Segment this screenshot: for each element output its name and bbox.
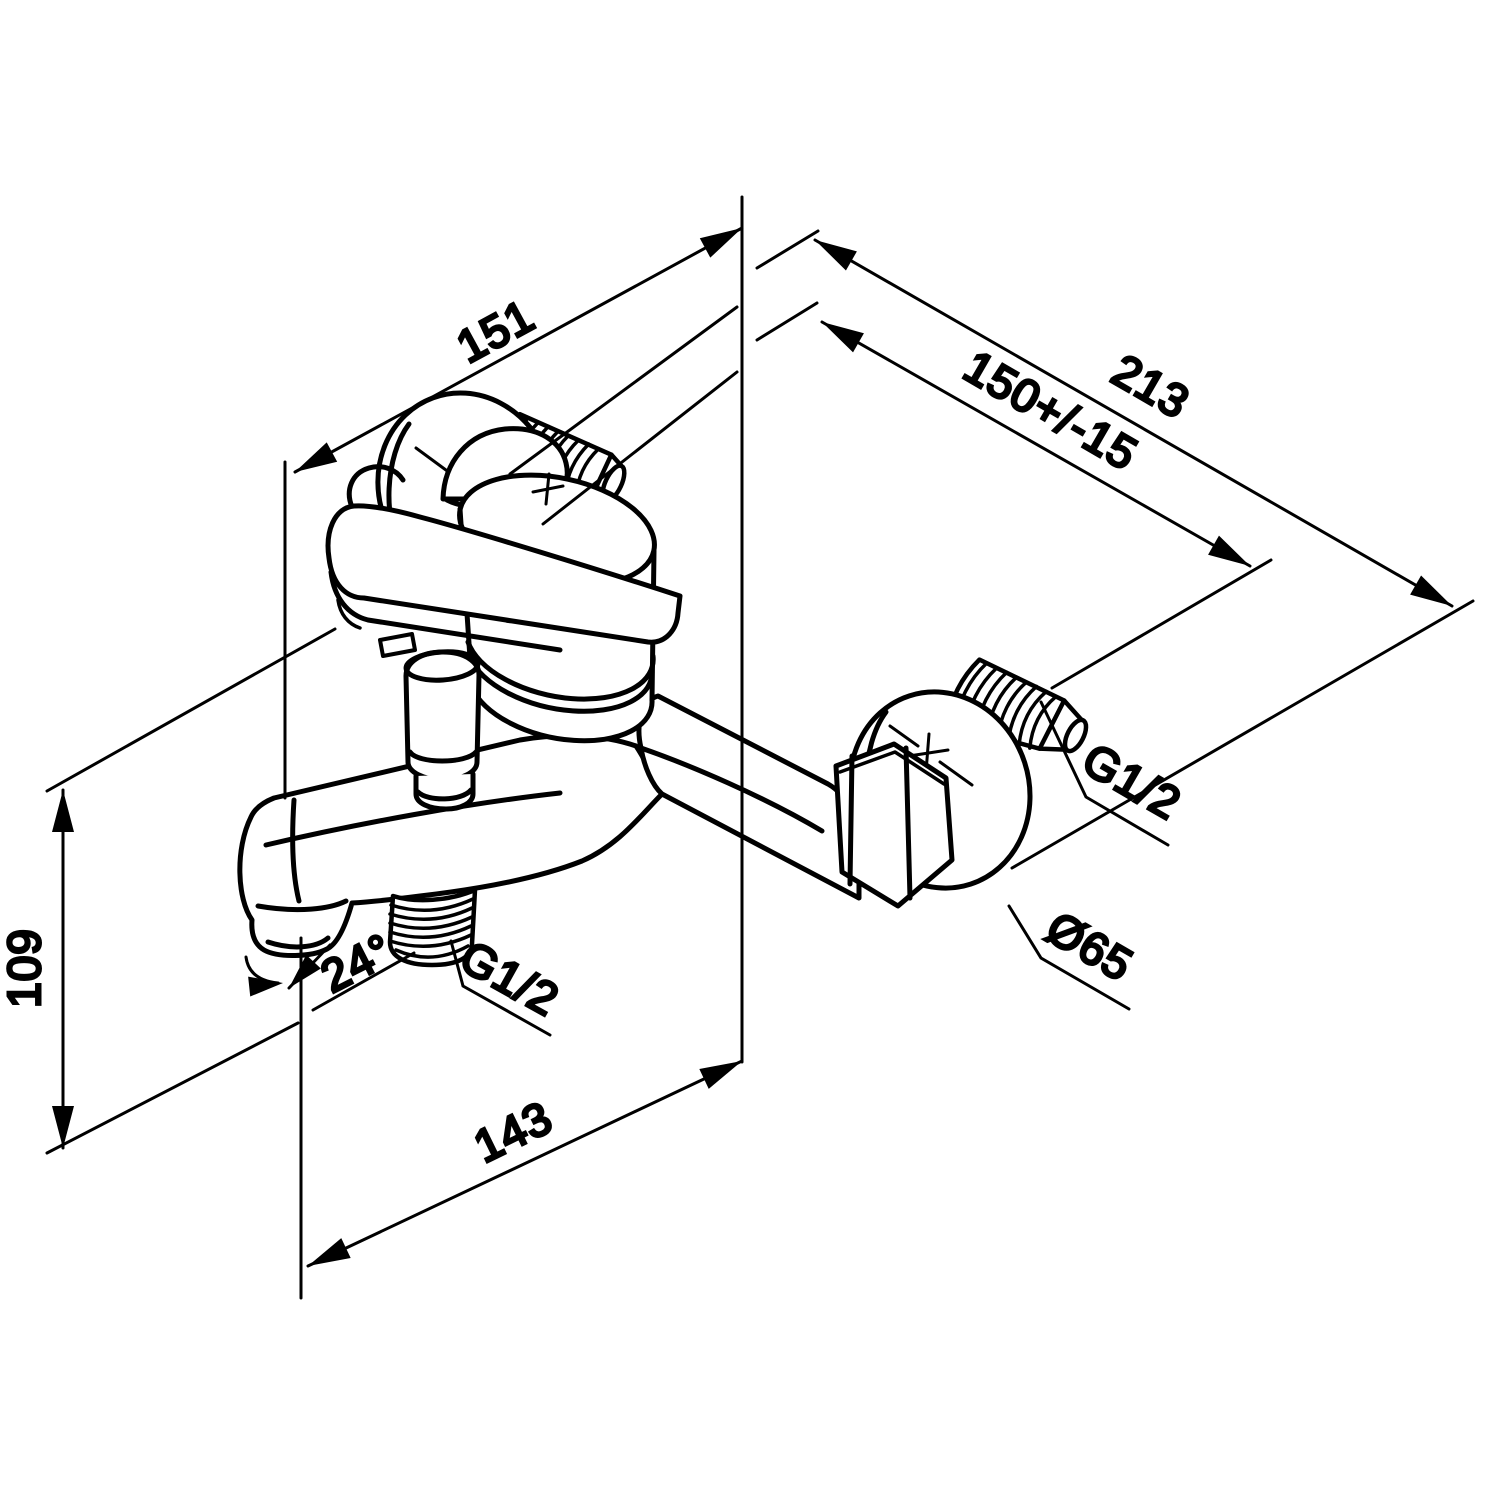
spout-outlet-thread-tail [387,887,478,968]
dimension-109: 109 [0,788,74,1150]
ext-150-right [1050,558,1273,690]
faucet-body [237,390,1089,968]
ext-109-top [45,627,337,793]
ext-213-right [1010,599,1475,870]
ext-109-bottom [45,1021,300,1155]
ext-axis-left-2 [541,370,739,526]
dim-label-143: 143 [466,1091,560,1173]
ext-axis-left-1 [508,305,739,476]
dim-label-d65: Ø65 [1038,901,1142,991]
dimension-150: 150+/-15 [820,320,1252,568]
dimension-143: 143 [306,1059,744,1268]
leader-g12-spout: G1/2 [449,929,569,1037]
spout-body [237,733,665,959]
handle-underside-notch [378,632,417,658]
dim-label-151: 151 [448,289,543,373]
ext-stub-150 [755,301,819,342]
dim-label-g12-inlet: G1/2 [1074,733,1190,830]
dim-label-150: 150+/-15 [955,340,1146,480]
ext-stub-213 [755,229,820,270]
dimension-213: 213 [813,238,1454,608]
arm-nut [833,741,955,909]
lever-handle [325,503,683,658]
angle-reference-line [311,951,416,1012]
leader-d65: Ø65 [1007,900,1143,1011]
dim-label-213: 213 [1103,344,1198,429]
diverter-knob [403,649,482,812]
dim-label-109: 109 [0,928,50,1008]
wall-arm [636,693,862,901]
